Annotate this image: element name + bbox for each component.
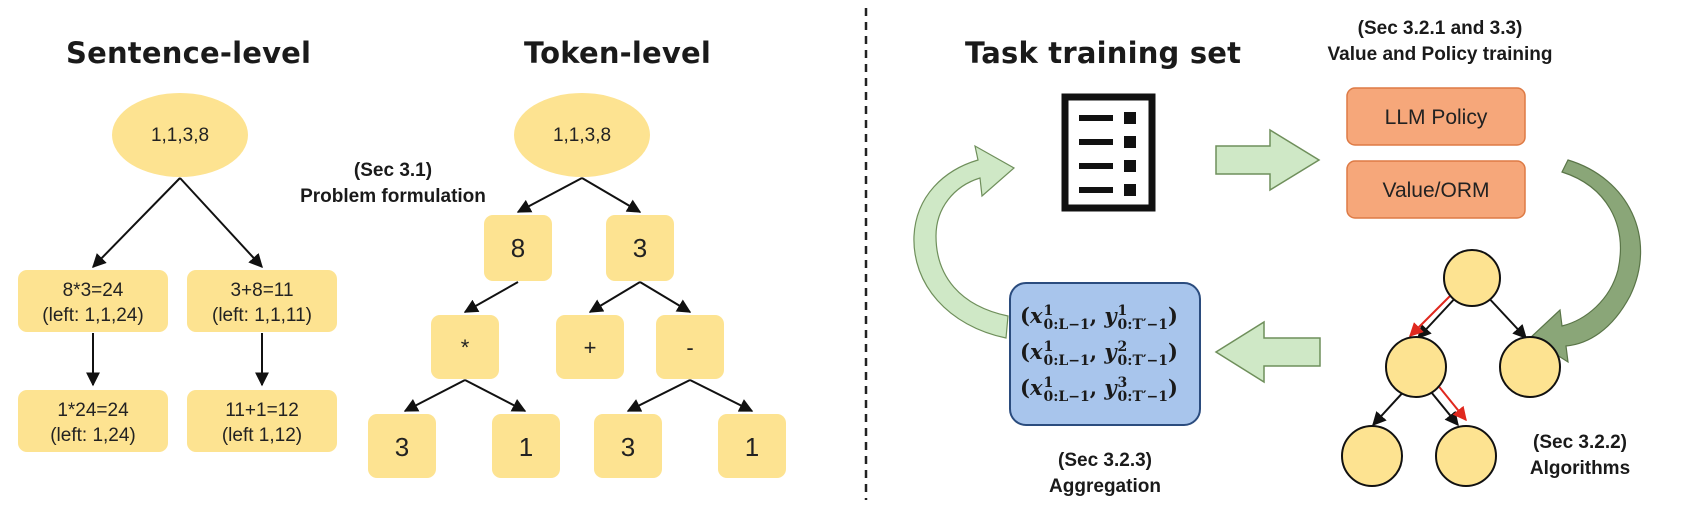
problem-formulation-caption: (Sec 3.1) Problem formulation	[288, 158, 498, 210]
token-edge-8-mul	[463, 281, 519, 313]
sentence-leaf-left-line2: (left: 1,24)	[50, 425, 136, 446]
llm-policy-box	[1346, 87, 1526, 146]
algo-leaf-left-node	[1341, 425, 1403, 487]
sentence-level-tree: 1,1,3,8 8*3=24 (left: 1,1,24) 3+8=11 (le…	[18, 93, 337, 452]
task-training-set-title: Task training set	[965, 36, 1242, 70]
sentence-step-right-line2: (left: 1,1,11)	[212, 305, 312, 326]
token-edge-mul-3	[403, 379, 466, 412]
sentence-step-right-line1: 3+8=11	[230, 280, 293, 301]
token-leaf-3a-label: 3	[395, 432, 409, 462]
token-edge-3-plus	[588, 281, 641, 313]
token-leaf-1b-label: 1	[745, 432, 759, 462]
curved-arrow-icon	[1529, 159, 1642, 364]
token-node-mul-label: *	[461, 335, 470, 360]
value-orm-label: Value/ORM	[1383, 179, 1490, 202]
token-leaf-1b	[718, 414, 786, 478]
aggregation-caption: (Sec 3.2.3) Aggregation	[1025, 448, 1185, 500]
token-leaf-1a	[492, 414, 560, 478]
sentence-root-label: 1,1,3,8	[151, 125, 209, 146]
training-loop: LLM Policy Value/ORM	[913, 87, 1642, 487]
token-node-plus-label: +	[584, 335, 597, 360]
algorithms-caption: (Sec 3.2.2) Algorithms	[1515, 430, 1645, 482]
algo-right-node	[1499, 336, 1561, 398]
sentence-edge-root-left	[92, 177, 181, 269]
token-leaf-3b	[594, 414, 662, 478]
problem-formulation-line1: (Sec 3.1)	[353, 160, 433, 181]
value-policy-line2: Value and Policy training	[1327, 44, 1553, 65]
sentence-step-left-node	[18, 270, 168, 332]
left-arrow-icon	[1214, 320, 1321, 384]
curved-arrow-up-icon	[913, 144, 1016, 339]
token-node-plus	[556, 315, 624, 379]
value-policy-caption: (Sec 3.2.1 and 3.3) Value and Policy tra…	[1310, 16, 1570, 68]
token-root-label: 1,1,3,8	[553, 125, 611, 146]
value-orm-box	[1346, 160, 1526, 219]
token-node-8	[484, 215, 552, 281]
problem-formulation-line2: Problem formulation	[300, 186, 486, 207]
algo-leaf-right-node	[1435, 425, 1497, 487]
sentence-leaf-right-node	[187, 390, 337, 452]
aggregation-line1: (Sec 3.2.3)	[1058, 450, 1152, 471]
algorithms-line1: (Sec 3.2.2)	[1533, 432, 1627, 453]
token-edge-root-3	[581, 177, 642, 213]
algo-left-node	[1385, 336, 1447, 398]
llm-policy-label: LLM Policy	[1385, 106, 1488, 129]
sentence-leaf-right-line1: 11+1=12	[225, 400, 299, 421]
token-node-mul	[431, 315, 499, 379]
right-arrow-icon	[1215, 128, 1321, 192]
aggregation-line2: Aggregation	[1049, 476, 1161, 497]
token-root-node	[514, 93, 650, 177]
token-leaf-3a	[368, 414, 436, 478]
algorithm-tree	[1341, 249, 1561, 487]
token-node-8-label: 8	[511, 233, 525, 263]
token-leaf-3b-label: 3	[621, 432, 635, 462]
value-policy-line1: (Sec 3.2.1 and 3.3)	[1357, 18, 1523, 39]
token-edge-root-8	[516, 177, 583, 213]
algorithms-line2: Algorithms	[1529, 458, 1631, 479]
token-node-minus	[656, 315, 724, 379]
sentence-step-right-node	[187, 270, 337, 332]
aggregation-box	[1009, 282, 1201, 426]
token-node-minus-label: -	[686, 335, 693, 360]
sentence-leaf-left-line1: 1*24=24	[57, 400, 129, 421]
sentence-step-left-line1: 8*3=24	[63, 280, 124, 301]
sentence-leaf-right-line2: (left 1,12)	[222, 425, 302, 446]
token-node-3-label: 3	[633, 233, 647, 263]
algo-root-node	[1443, 249, 1501, 307]
token-edge-mul-1	[464, 379, 527, 412]
checklist-icon	[1061, 93, 1156, 212]
sentence-root-node	[112, 93, 248, 177]
token-leaf-1a-label: 1	[519, 432, 533, 462]
sentence-step-left-line2: (left: 1,1,24)	[42, 305, 143, 326]
token-node-3	[606, 215, 674, 281]
sentence-edge-root-right	[179, 177, 263, 269]
sentence-level-title: Sentence-level	[66, 36, 312, 70]
token-edge-3-minus	[639, 281, 692, 313]
sentence-leaf-left-node	[18, 390, 168, 452]
token-level-title: Token-level	[524, 36, 712, 70]
token-edge-minus-3	[626, 379, 691, 412]
token-edge-minus-1	[689, 379, 754, 412]
token-level-tree: 1,1,3,8 8 3 * + - 3 1 3 1	[368, 93, 786, 478]
